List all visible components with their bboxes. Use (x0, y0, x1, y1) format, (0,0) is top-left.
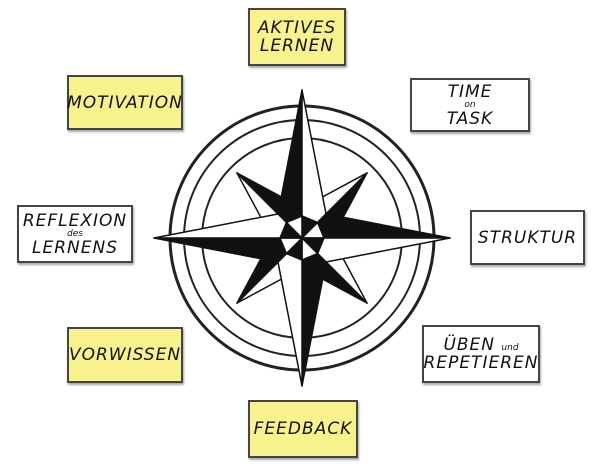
label: on (464, 99, 476, 110)
label: MOTIVATION (67, 92, 183, 113)
label: REPETIEREN (423, 353, 539, 373)
star-main-point (301, 213, 451, 239)
star-main-point (301, 237, 327, 387)
star-main-point (301, 237, 451, 263)
label: und (501, 343, 519, 353)
star-main-point (277, 237, 303, 387)
label: TASK (446, 108, 494, 129)
label: des (67, 228, 83, 239)
label: ÜBEN (443, 335, 496, 355)
label: STRUKTUR (477, 227, 578, 248)
label: LERNEN (259, 36, 335, 56)
box-aktives-lernen: AKTIVES LERNEN (248, 8, 346, 66)
label: TIME (447, 81, 493, 102)
line: ÜBEN und (443, 336, 518, 354)
box-struktur: STRUKTUR (470, 210, 585, 265)
compass-star (153, 89, 451, 387)
label: LERNENS (32, 237, 118, 258)
box-feedback: FEEDBACK (248, 400, 358, 458)
star-center-segment (285, 215, 303, 239)
label: FEEDBACK (253, 419, 353, 439)
box-motivation: MOTIVATION (67, 75, 183, 130)
box-vorwissen: VORWISSEN (67, 327, 183, 383)
star-main-point (153, 237, 303, 263)
star-main-point (301, 89, 327, 239)
label: AKTIVES (257, 18, 337, 38)
label: REFLEXION (22, 210, 128, 231)
star-main-point (277, 89, 303, 239)
box-ueben-und-repetieren: ÜBEN und REPETIEREN (422, 325, 540, 383)
box-time-on-task: TIME on TASK (410, 78, 530, 132)
star-main-point (153, 213, 303, 239)
box-reflexion-des-lernens: REFLEXION des LERNENS (17, 205, 133, 263)
label: VORWISSEN (68, 345, 182, 365)
